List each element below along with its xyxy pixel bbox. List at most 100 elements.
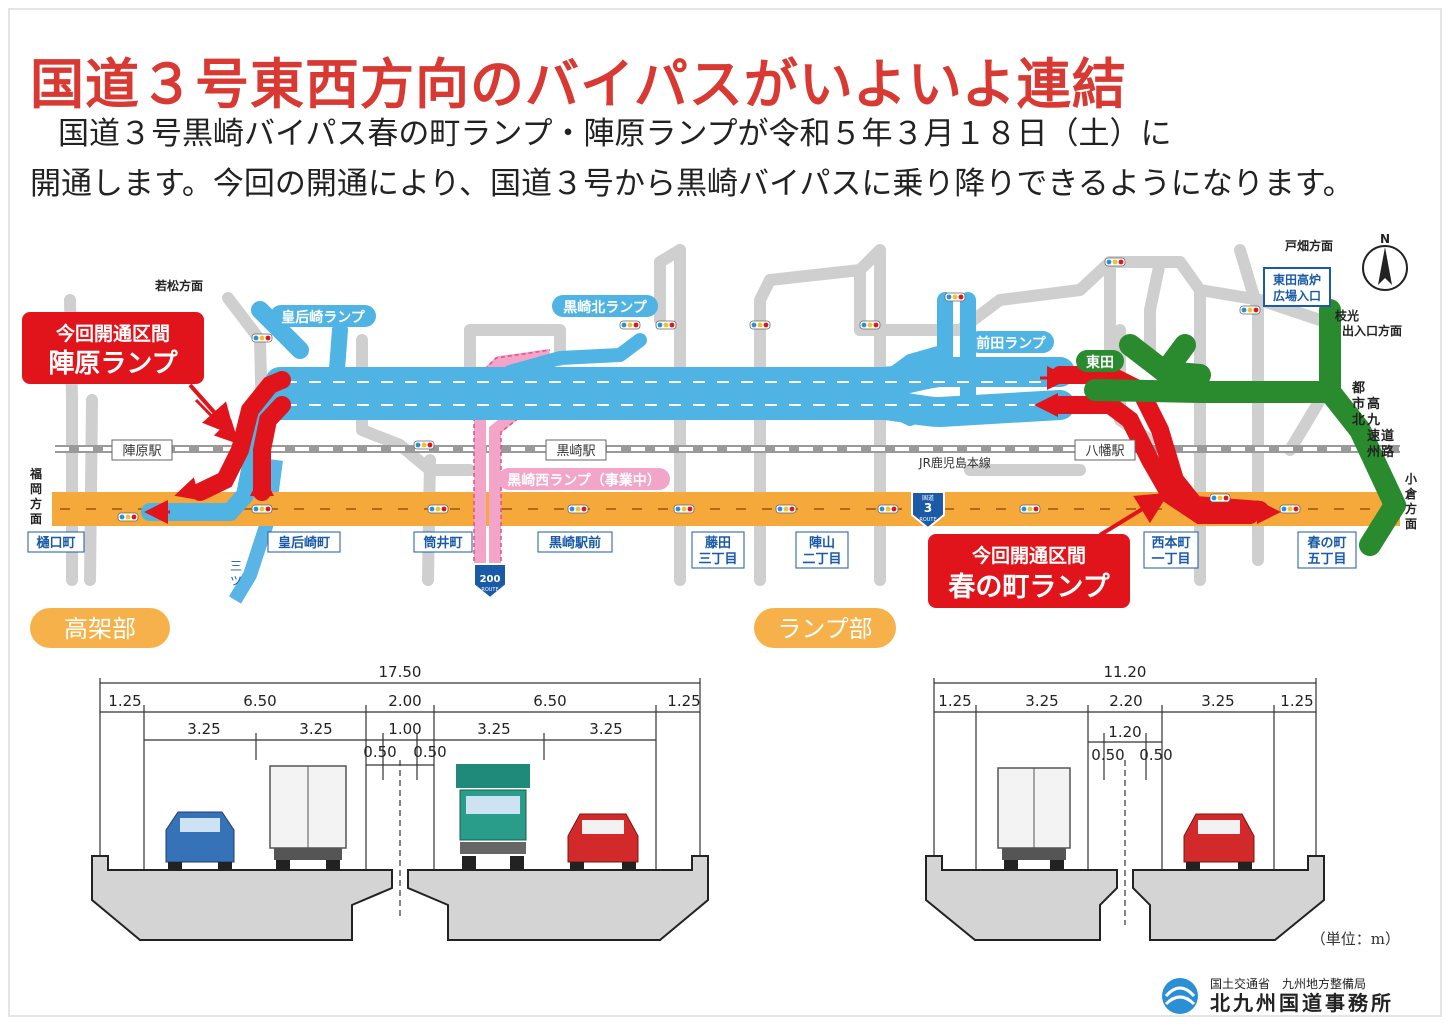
svg-text:ランプ部: ランプ部 [777,615,872,643]
svg-text:岡: 岡 [30,482,42,496]
lead-line-1: 国道３号黒崎バイパス春の町ランプ・陣原ランプが令和５年３月１８日（土）に [58,116,1172,152]
ramp-dim-text: 11.20 1.25 3.25 2.20 3.25 1.25 1.20 0.50… [938,663,1313,764]
svg-text:春の町: 春の町 [1306,535,1346,551]
svg-text:州: 州 [1366,445,1380,460]
traffic-signal-icon [1019,504,1041,514]
svg-text:今回開通区間: 今回開通区間 [55,322,170,345]
svg-text:今回開通区間: 今回開通区間 [971,544,1086,567]
higashida-furnace-box: 東田高炉 広場入口 [1263,267,1331,307]
direction-kokura: 小 倉 方 面 [1404,471,1418,531]
svg-text:方: 方 [1405,501,1417,516]
svg-text:春の町ランプ: 春の町ランプ [948,572,1110,603]
svg-text:0.50: 0.50 [413,743,446,761]
ramp-label-maeda: 前田ランプ [976,335,1047,352]
ramp-label-higashida: 東田 [1086,354,1114,371]
svg-text:3.25: 3.25 [187,720,220,738]
svg-text:2.00: 2.00 [388,692,421,710]
svg-text:東田高炉: 東田高炉 [1273,272,1321,287]
svg-text:市: 市 [1352,396,1365,412]
svg-text:三: 三 [230,559,242,573]
callout-jinbaru: 今回開通区間 陣原ランプ [22,312,204,384]
svg-text:五丁目: 五丁目 [1307,552,1346,567]
callout-pointer-harunomachi [1098,492,1169,537]
green-truck-icon [456,764,530,870]
station-jinbaru: 陣原駅 [122,444,161,459]
box-truck-icon [269,765,347,870]
svg-text:一丁目: 一丁目 [1151,552,1190,567]
svg-text:小: 小 [1405,471,1417,486]
intersection-labels: 樋口町 皇后崎町 筒井町 黒崎駅前 藤田 三丁目 陣山 二丁目 西本町 一丁目 … [27,531,1357,569]
ramp-label-kurosakinishi: 黒崎西ランプ（事業中） [507,472,661,489]
direction-tobata: 戸畑方面 [1285,238,1333,253]
traffic-signal-icon [567,504,589,514]
svg-text:面: 面 [30,512,42,526]
open-section-harunomachi [1051,366,1269,524]
kurosaki-bypass [141,292,1075,521]
svg-text:1.00: 1.00 [388,720,421,738]
svg-text:福: 福 [29,466,42,481]
svg-text:ツ: ツ [230,574,242,588]
intersection-higuchi: 樋口町 [36,535,75,551]
traffic-signal-icon [1104,257,1126,267]
svg-text:速: 速 [1367,428,1380,444]
ramp-label-kurosakikita: 黒崎北ランプ [563,299,648,316]
traffic-signals [117,257,1301,522]
open-section-jinbaru [191,371,291,501]
red-car-icon [567,813,639,870]
svg-text:藤田: 藤田 [705,535,731,551]
unit-label: （単位：m） [1311,930,1400,948]
svg-text:九: 九 [1366,413,1380,428]
svg-text:北: 北 [1352,413,1365,428]
traffic-signal-icon [413,440,435,450]
svg-text:17.50: 17.50 [379,663,422,681]
elevated-dim-text: 17.50 1.25 6.50 2.00 6.50 1.25 3.25 3.25… [108,663,700,761]
traffic-signal-icon [1279,504,1301,514]
svg-text:陣山: 陣山 [809,535,835,551]
section-tag-elevated: 高架部 [30,608,170,648]
svg-text:高架部: 高架部 [64,615,136,643]
svg-text:2.20: 2.20 [1109,692,1142,710]
svg-text:国道: 国道 [922,494,934,502]
ramp-deck [925,855,1325,941]
svg-text:3.25: 3.25 [589,720,622,738]
station-kurosaki: 黒崎駅 [556,444,595,459]
traffic-signal-icon [251,504,273,514]
footer-org: 国土交通省 九州地方整備局 [1210,976,1366,991]
svg-text:0.50: 0.50 [1139,746,1172,764]
north-arrow-icon [1362,245,1408,291]
rail-line-label: JR鹿児島本線 [918,455,991,470]
svg-text:3.25: 3.25 [1201,692,1234,710]
direction-edamitsu-1: 枝光 [1334,308,1359,323]
intersection-kogosaki: 皇后崎町 [278,535,330,551]
ramp-box-truck-icon [997,767,1071,870]
page-title: 国道３号東西方向のバイパスがいよいよ連結 [30,53,1127,116]
traffic-signal-icon [877,504,899,514]
traffic-signal-icon [1239,305,1261,315]
svg-text:11.20: 11.20 [1104,663,1147,681]
blue-car-icon [165,811,235,870]
svg-text:1.20: 1.20 [1108,723,1141,741]
svg-text:3.25: 3.25 [1025,692,1058,710]
svg-text:道: 道 [1381,428,1394,444]
expressway [1084,299,1406,556]
svg-text:広場入口: 広場入口 [1273,288,1321,303]
svg-text:面: 面 [1405,517,1417,531]
ramp-label-kogosaki: 皇后崎ランプ [281,309,366,326]
office-logo-icon [1162,978,1198,1014]
direction-fukuoka: 福 岡 方 面 [29,466,42,526]
traffic-signal-icon [775,504,797,514]
callout-pointer-jinbaru [188,383,236,436]
station-labels: 陣原駅 黒崎駅 八幡駅 JR鹿児島本線 [111,439,1136,470]
ramp-dimensions [933,678,1317,925]
traffic-signal-icon [1209,493,1231,503]
traffic-signal-icon [944,292,966,302]
traffic-signal-icon [859,320,881,330]
svg-text:西本町: 西本町 [1151,535,1190,551]
svg-text:0.50: 0.50 [1091,746,1124,764]
station-yahata: 八幡駅 [1085,444,1124,459]
svg-text:ROUTE: ROUTE [481,587,498,593]
direction-edamitsu-2: 出入口方面 [1342,323,1402,338]
page-frame [8,8,1442,1017]
svg-text:1.25: 1.25 [1280,692,1313,710]
